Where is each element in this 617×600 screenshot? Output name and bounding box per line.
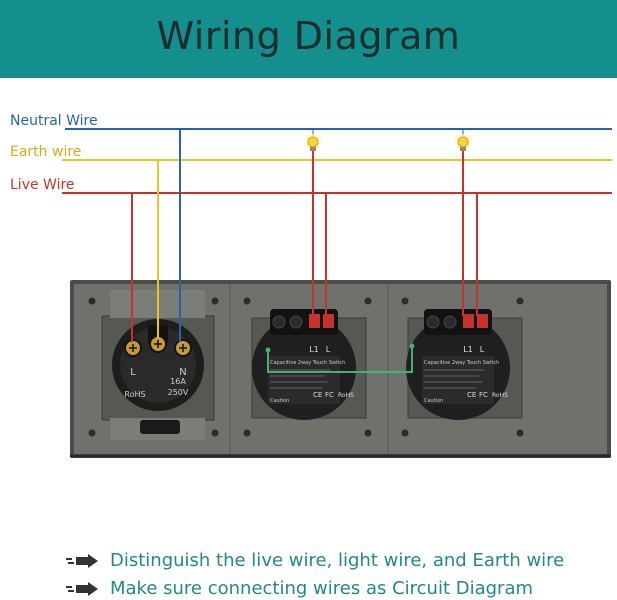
switch2-mark-ce: CE <box>467 391 476 399</box>
switch1-mark-fc: FC <box>325 391 334 399</box>
switch1-caution: Caution <box>270 398 289 404</box>
switch2-terminal-l: L <box>480 345 485 354</box>
switch1-title: Capacitive 2way Touch Switch <box>270 360 345 366</box>
page-title: Wiring Diagram <box>156 14 461 58</box>
switch1-terminal-l: L <box>326 345 331 354</box>
switch1-mark-ce: CE <box>313 391 322 399</box>
neutral-wire-label: Neutral Wire <box>10 113 98 129</box>
note-item: Make sure connecting wires as Circuit Di… <box>66 578 533 599</box>
switch2-mark-fc: FC <box>479 391 488 399</box>
touch-switch-module-1: L1 L Capacitive 2way Touch Switch Cautio… <box>251 309 367 420</box>
switch1-mark-rohs: RoHS <box>338 392 354 399</box>
switch2-terminal-l1: L1 <box>463 345 473 354</box>
touch-switch-module-2: L1 L Capacitive 2way Touch Switch Cautio… <box>406 309 523 420</box>
socket-mark-rohs: RoHS <box>124 390 145 399</box>
wiring-diagram: L N RoHS 16A 250V L1 L Capacitive 2way T… <box>62 128 612 458</box>
socket-mark-volt: 250V <box>168 388 189 397</box>
schuko-socket-module: L N RoHS 16A 250V <box>101 290 215 440</box>
note-text: Make sure connecting wires as Circuit Di… <box>110 578 534 599</box>
header-banner: Wiring Diagram <box>0 0 617 78</box>
arrow-icon <box>66 553 98 568</box>
socket-terminal-label-l: L <box>130 367 136 378</box>
traveler-wire <box>267 346 413 373</box>
note-item: Distinguish the live wire, light wire, a… <box>66 550 564 571</box>
live-wire-label: Live Wire <box>10 177 75 193</box>
switch2-title: Capacitive 2way Touch Switch <box>424 360 499 366</box>
light-bulb-icon <box>305 134 321 151</box>
switch1-terminal-l1: L1 <box>309 345 319 354</box>
switch2-mark-rohs: RoHS <box>492 392 508 399</box>
socket-mark-amp: 16A <box>170 377 186 386</box>
earth-wire-label: Earth wire <box>10 144 82 160</box>
arrow-icon <box>66 581 98 596</box>
light-bulb-icon <box>455 134 471 151</box>
panel-screw-holes <box>88 297 524 437</box>
switch2-caution: Caution <box>424 398 443 404</box>
note-text: Distinguish the live wire, light wire, a… <box>110 550 565 571</box>
socket-terminal-label-n: N <box>179 367 186 378</box>
